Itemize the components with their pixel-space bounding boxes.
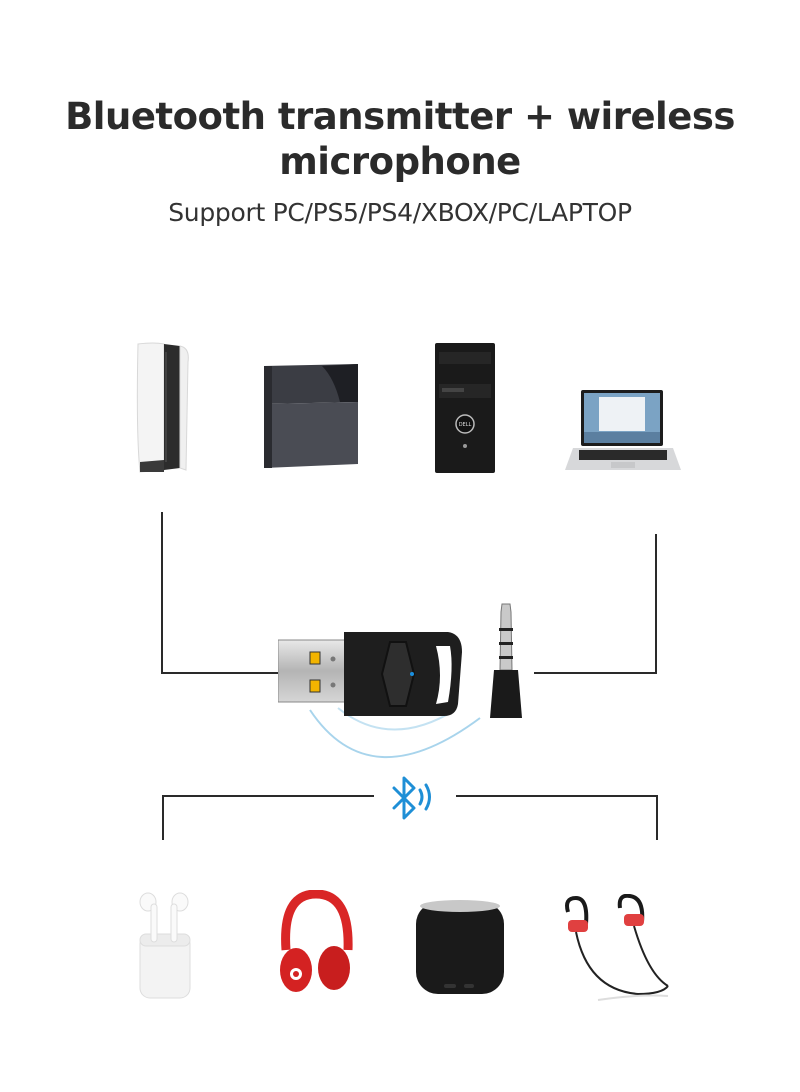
- connector-line-right: [655, 534, 657, 674]
- bluetooth-icon: [388, 776, 438, 822]
- ps5-console-icon: [134, 342, 192, 474]
- connector-line-right-h: [534, 672, 657, 674]
- led-indicator: [410, 672, 414, 676]
- bt-line-right-v: [656, 795, 658, 840]
- svg-text:DELL: DELL: [459, 422, 472, 428]
- connector-line-left: [161, 512, 163, 674]
- bt-line-left-v: [162, 795, 164, 840]
- signal-wave-icon: [290, 600, 510, 760]
- title-line-2: microphone: [279, 140, 521, 183]
- support-subtitle: Support PC/PS5/PS4/XBOX/PC/LAPTOP: [168, 198, 632, 227]
- headphones-icon: [276, 890, 356, 996]
- bt-line-left: [162, 795, 374, 797]
- ps4-console-icon: [262, 364, 362, 468]
- 3.5mm-mic-plug-icon: [486, 602, 526, 720]
- pc-tower-icon: DELL: [434, 342, 496, 474]
- bt-line-right: [456, 795, 658, 797]
- laptop-icon: [563, 388, 683, 474]
- page-title: Bluetooth transmitter + wireless microph…: [0, 94, 800, 184]
- usb-bluetooth-dongle-icon: [278, 628, 468, 720]
- title-line-1: Bluetooth transmitter + wireless: [65, 95, 735, 138]
- airpods-icon: [134, 890, 194, 1002]
- speaker-icon: [414, 898, 506, 998]
- sport-earphones-icon: [558, 894, 676, 1006]
- connector-line-left-h: [161, 672, 279, 674]
